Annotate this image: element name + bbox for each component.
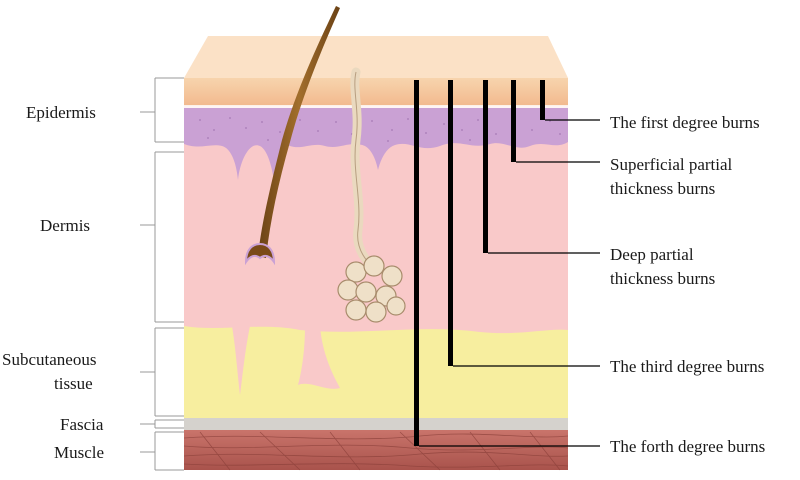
layer-brackets bbox=[140, 77, 184, 471]
muscle-fibers bbox=[183, 431, 569, 471]
epidermis-top-face bbox=[184, 36, 568, 78]
burn-bar-first bbox=[540, 80, 545, 120]
hair-shaft bbox=[258, 6, 340, 258]
label-third-degree-burns: The third degree burns bbox=[610, 357, 765, 376]
burn-bars bbox=[414, 80, 545, 446]
label-subcutaneous-line2: tissue bbox=[54, 374, 93, 393]
label-muscle: Muscle bbox=[54, 443, 105, 462]
label-first-degree-burns: The first degree burns bbox=[610, 113, 760, 132]
dermis-subcut-wave bbox=[184, 326, 568, 334]
label-superficial-partial-line2: thickness burns bbox=[610, 179, 716, 198]
burn-bar-third bbox=[448, 80, 453, 366]
burn-bar-superficial bbox=[511, 80, 516, 162]
basal-layer bbox=[184, 108, 568, 200]
burn-leaders bbox=[419, 119, 600, 447]
subcutaneous-layer bbox=[184, 326, 568, 420]
epidermis-divider bbox=[184, 105, 568, 108]
label-dermis: Dermis bbox=[40, 216, 91, 235]
sweat-gland-coil bbox=[337, 255, 406, 323]
label-fascia: Fascia bbox=[60, 415, 104, 434]
hair-follicle bbox=[244, 242, 276, 266]
label-subcutaneous: Subcutaneous bbox=[2, 350, 97, 369]
epidermis-layer bbox=[184, 78, 568, 106]
burn-bar-fourth bbox=[414, 80, 419, 446]
label-fourth-degree-burns: The forth degree burns bbox=[610, 437, 766, 456]
dermis-projection-mid bbox=[298, 326, 340, 389]
sweat-duct-outline bbox=[354, 71, 369, 263]
label-superficial-partial: Superficial partial bbox=[610, 155, 733, 174]
label-deep-partial: Deep partial bbox=[610, 245, 694, 264]
burn-bar-deep bbox=[483, 80, 488, 253]
label-deep-partial-line2: thickness burns bbox=[610, 269, 716, 288]
label-epidermis: Epidermis bbox=[26, 103, 96, 122]
fascia-layer bbox=[184, 418, 568, 430]
dermis-projection-left bbox=[232, 326, 250, 395]
